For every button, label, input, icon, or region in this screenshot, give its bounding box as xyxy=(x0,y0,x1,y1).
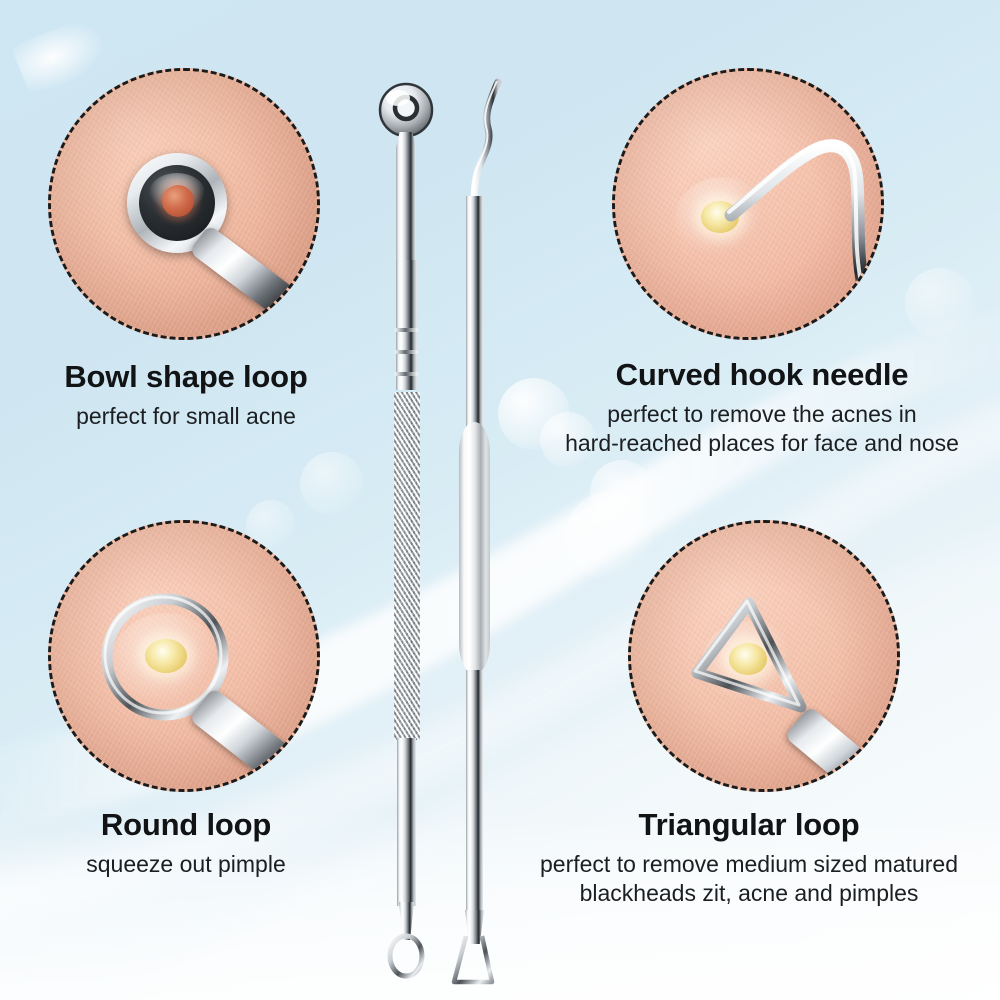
bokeh-circle xyxy=(300,452,364,516)
tool-shaft-taper-lower xyxy=(399,902,414,940)
curved-hook-needle-graphic xyxy=(724,139,881,324)
bowl-shape-loop-end xyxy=(378,82,434,138)
caption-bowl-shape-loop: Bowl shape loop perfect for small acne xyxy=(0,359,372,431)
tool-right xyxy=(444,70,528,985)
inset-bowl-shape-loop xyxy=(48,68,320,340)
caption-triangular-loop: Triangular loop perfect to remove medium… xyxy=(498,807,1000,908)
inset-round-loop xyxy=(48,520,320,792)
tool-shaft-lower xyxy=(397,738,416,906)
skin-texture xyxy=(615,71,881,337)
feature-description: perfect to remove medium sized matured b… xyxy=(539,850,958,906)
feature-description: perfect to remove the acnes in hard-reac… xyxy=(565,400,959,456)
bokeh-circle xyxy=(905,268,975,338)
skin-texture xyxy=(51,71,317,337)
tool-shaft-upper xyxy=(466,196,483,426)
photo-curved-hook-needle xyxy=(615,71,881,337)
triangular-loop-graphic xyxy=(691,597,807,713)
tool-knurled-grip xyxy=(394,392,420,740)
round-loop-graphic xyxy=(101,593,229,721)
feature-description: perfect for small acne xyxy=(76,402,296,429)
caption-curved-hook-needle: Curved hook needle perfect to remove the… xyxy=(524,357,1000,458)
acne-spot xyxy=(162,185,194,217)
feature-description: squeeze out pimple xyxy=(86,850,286,877)
round-loop-end xyxy=(387,933,425,979)
pimple-core xyxy=(145,639,187,673)
inset-triangular-loop xyxy=(628,520,900,792)
tool-shaft-upper xyxy=(396,132,416,264)
tool-shaft-taper-lower xyxy=(465,910,484,944)
photo-triangular-loop xyxy=(631,523,897,789)
tool-shaft-upper-2 xyxy=(396,260,417,390)
blackhead-core xyxy=(729,643,767,675)
feature-title: Triangular loop xyxy=(638,807,860,842)
curved-hook-needle-end xyxy=(470,78,502,206)
photo-bowl-shape-loop xyxy=(51,71,317,337)
tool-left xyxy=(372,70,456,979)
shaft-ring-band xyxy=(395,372,418,376)
tool-shaft-lower xyxy=(466,670,483,914)
shaft-ring-band xyxy=(395,328,418,332)
caption-round-loop: Round loop squeeze out pimple xyxy=(0,807,372,879)
shaft-ring-band xyxy=(395,350,418,354)
photo-round-loop xyxy=(51,523,317,789)
feature-title: Curved hook needle xyxy=(615,357,909,392)
feature-title: Round loop xyxy=(100,807,272,842)
tool-spindle-grip xyxy=(459,422,490,674)
triangular-loop-end xyxy=(451,935,495,985)
bokeh-circle xyxy=(590,460,654,524)
feature-title: Bowl shape loop xyxy=(64,359,308,394)
inset-curved-hook-needle xyxy=(612,68,884,340)
